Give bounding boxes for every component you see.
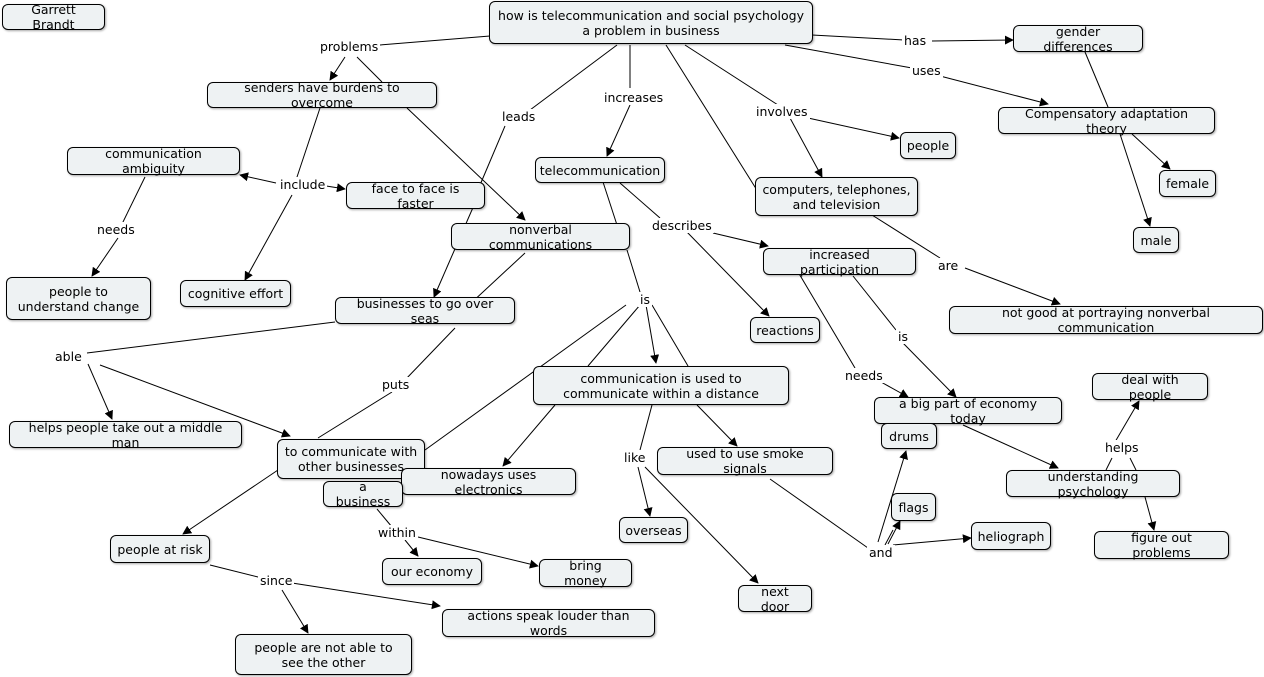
concept-node-computers-telephones[interactable]: computers, telephones, and television [755,177,918,216]
link-label-has: has [902,33,929,48]
concept-node-overseas[interactable]: overseas [619,517,688,543]
concept-node-economy-part[interactable]: a big part of economy today [874,396,1062,426]
link-label-needs-left: needs [95,222,137,237]
concept-node-cognitive-effort[interactable]: cognitive effort [180,280,291,307]
concept-node-next-door[interactable]: next door [738,584,812,614]
concept-node-root[interactable]: how is telecommunication and social psyc… [489,1,813,44]
concept-node-face-to-face[interactable]: face to face is faster [346,181,485,211]
concept-node-telecommunication[interactable]: telecommunication [535,157,665,183]
concept-node-reactions[interactable]: reactions [750,317,820,343]
concept-node-male[interactable]: male [1133,227,1179,253]
link-label-and: and [867,545,895,560]
concept-node-heliograph[interactable]: heliograph [971,522,1051,550]
link-label-problems: problems [318,39,381,54]
concept-node-communication-distance[interactable]: communication is used to communicate wit… [533,366,789,405]
concept-node-smoke-signals[interactable]: used to use smoke signals [657,446,833,476]
link-label-puts: puts [380,377,412,392]
concept-node-our-economy[interactable]: our economy [382,558,482,585]
concept-node-compensatory-adaptation[interactable]: Compensatory adaptation theory [998,106,1215,136]
link-label-like: like [622,450,648,465]
concept-node-other-businesses[interactable]: to communicate with other businesses [277,439,425,479]
link-label-since: since [258,573,295,588]
concept-node-understanding-psychology[interactable]: understanding psychology [1006,469,1180,499]
concept-node-communication-ambiguity[interactable]: communication ambiguity [67,146,240,176]
concept-node-not-able-to-see[interactable]: people are not able to see the other [235,634,412,675]
concept-node-not-good-nonverbal[interactable]: not good at portraying nonverbal communi… [949,305,1263,335]
concept-node-gender-differences[interactable]: gender differences [1013,24,1143,54]
concept-node-nowadays-electronics[interactable]: nowadays uses electronics [401,467,576,497]
concept-node-actions-speak-louder[interactable]: actions speak louder than words [442,608,655,638]
link-label-uses: uses [910,63,943,78]
concept-node-figure-out-problems[interactable]: figure out problems [1094,530,1229,560]
link-label-needs-right: needs [843,368,885,383]
concept-node-increased-participation[interactable]: increased participation [763,247,916,277]
link-label-leads: leads [500,109,538,124]
concept-node-flags[interactable]: flags [891,493,936,521]
concept-node-people-understand-change[interactable]: people to understand change [6,277,151,320]
link-label-involves: involves [754,104,810,119]
concept-node-people[interactable]: people [900,132,956,159]
author-name: Garrett Brandt [2,2,105,32]
concept-node-bring-money[interactable]: bring money [539,558,632,588]
link-label-are: are [936,258,961,273]
concept-node-a-business[interactable]: a business [323,479,403,509]
concept-node-senders-burdens[interactable]: senders have burdens to overcome [207,80,437,110]
link-label-is-right: is [896,329,910,344]
concept-node-female[interactable]: female [1159,170,1216,197]
link-label-within: within [376,525,418,540]
concept-node-businesses-overseas[interactable]: businesses to go over seas [335,296,515,326]
link-label-able: able [53,349,84,364]
concept-node-drums[interactable]: drums [881,423,937,449]
concept-node-deal-with-people[interactable]: deal with people [1092,372,1208,402]
concept-node-nonverbal-communications[interactable]: nonverbal communications [451,222,630,252]
concept-node-people-at-risk[interactable]: people at risk [110,535,210,563]
link-label-include: include [278,177,328,192]
link-label-increases: increases [602,90,666,105]
link-label-describes: describes [650,218,714,233]
link-label-is-center: is [638,292,652,307]
concept-node-middle-man[interactable]: helps people take out a middle man [9,420,242,450]
link-label-helps: helps [1103,440,1141,455]
